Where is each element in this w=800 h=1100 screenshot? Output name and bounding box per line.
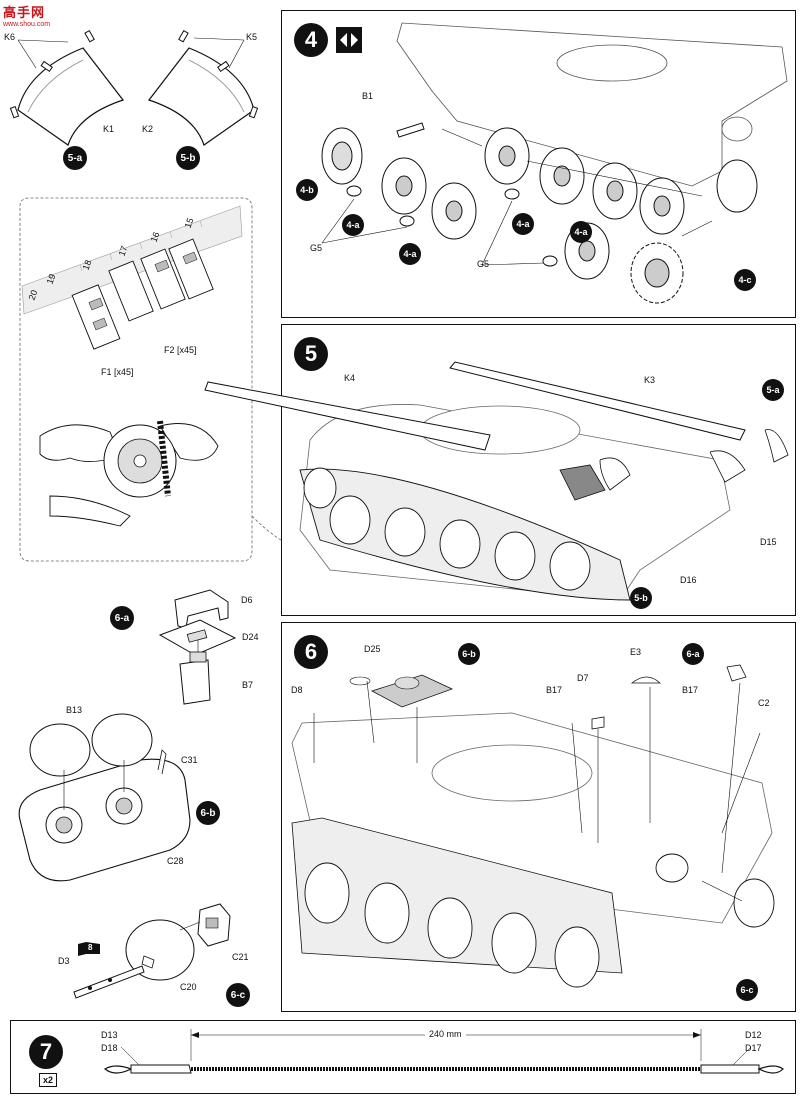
part-label-c20: C20: [180, 982, 197, 992]
part-label-b17: B17: [546, 685, 563, 695]
callout-5a: 5-a: [762, 379, 784, 401]
part-label-k5: K5: [246, 32, 258, 42]
part-label-d24: D24: [242, 632, 259, 642]
sub-step-5a-badge: 5-a: [63, 146, 87, 170]
part-label-k6: K6: [4, 32, 16, 42]
searchlight-assembly-6c: [73, 903, 231, 999]
part-label-b13: B13: [66, 705, 83, 715]
fender-part-k1-drawing: [9, 29, 124, 146]
part-label-f1: F1 [x45]: [101, 367, 134, 377]
step-number: 7: [29, 1035, 63, 1069]
step-number: 5: [294, 337, 328, 371]
fender-installation-drawing: [204, 361, 789, 601]
callout-4a: 4-a: [342, 214, 364, 236]
part-label-f2: F2 [x45]: [164, 345, 197, 355]
part-label-c31: C31: [181, 755, 198, 765]
callout-4a: 4-a: [399, 243, 421, 265]
turret-deck-drawing: [291, 664, 775, 988]
step-number: 4: [294, 23, 328, 57]
callout-6a: 6-a: [682, 643, 704, 665]
part-label-d8: D8: [291, 685, 303, 695]
part-label-k3: K3: [644, 375, 656, 385]
hatch-assembly-6b: [18, 713, 191, 882]
logo-text: 高手网: [3, 5, 46, 20]
flag-number: 8: [88, 943, 93, 952]
part-label-g5: G5: [310, 243, 323, 253]
tow-cable-drawing: [103, 1029, 784, 1074]
part-label-d6: D6: [241, 595, 253, 605]
part-label-d17: D17: [745, 1043, 762, 1053]
part-label-e3: E3: [630, 647, 642, 657]
part-label-c21: C21: [232, 952, 249, 962]
part-label-k2: K2: [142, 124, 154, 134]
step-4-panel: 4 B1 G5 G5 4-b: [281, 10, 796, 318]
part-label-d16: D16: [680, 575, 697, 585]
callout-4a: 4-a: [570, 221, 592, 243]
part-label-b17: B17: [682, 685, 699, 695]
part-label-k4: K4: [344, 373, 356, 383]
fender-part-k2-drawing: [148, 29, 259, 146]
part-label-k1: K1: [103, 124, 115, 134]
part-label-c28: C28: [167, 856, 184, 866]
cable-length-label: 240 mm: [425, 1029, 466, 1039]
track-assembly-inset: [19, 197, 401, 565]
sub-step-5b-badge: 5-b: [176, 146, 200, 170]
sub-step-6b-badge: 6-b: [196, 801, 220, 825]
part-label-d25: D25: [364, 644, 381, 654]
part-label-c2: C2: [758, 698, 770, 708]
part-label-d13: D13: [101, 1030, 118, 1040]
part-label-d12: D12: [745, 1030, 762, 1040]
flag-icon: [78, 942, 100, 956]
part-label-b1: B1: [362, 91, 374, 101]
part-label-d15: D15: [760, 537, 777, 547]
part-label-d3: D3: [58, 956, 70, 966]
quantity-badge: x2: [39, 1073, 58, 1087]
step-number: 6: [294, 635, 328, 669]
logo-url: www.shou.com: [3, 21, 51, 28]
part-label-g5: G5: [477, 259, 490, 269]
headlight-assembly-6a: [158, 589, 237, 705]
sub-step-6c-badge: 6-c: [226, 983, 250, 1007]
callout-4a: 4-a: [512, 213, 534, 235]
symmetry-icon: [336, 27, 362, 53]
road-wheel-assembly-drawing: [321, 22, 788, 304]
part-label-d18: D18: [101, 1043, 118, 1053]
callout-5b: 5-b: [630, 587, 652, 609]
part-label-b7: B7: [242, 680, 254, 690]
site-logo: 高手网 www.shou.com: [3, 2, 69, 28]
sub-step-6a-badge: 6-a: [110, 606, 134, 630]
step-6-panel: 6 D25 D8 E3 D7 B17 B17 C2 6-b 6-a 6-c: [281, 622, 796, 1012]
callout-6b: 6-b: [458, 643, 480, 665]
part-label-d7: D7: [577, 673, 589, 683]
callout-6c: 6-c: [736, 979, 758, 1001]
callout-4b: 4-b: [296, 179, 318, 201]
step-7-panel: 7 x2 240 mm D13 D18 D12 D17: [10, 1020, 796, 1094]
callout-4c: 4-c: [734, 269, 756, 291]
